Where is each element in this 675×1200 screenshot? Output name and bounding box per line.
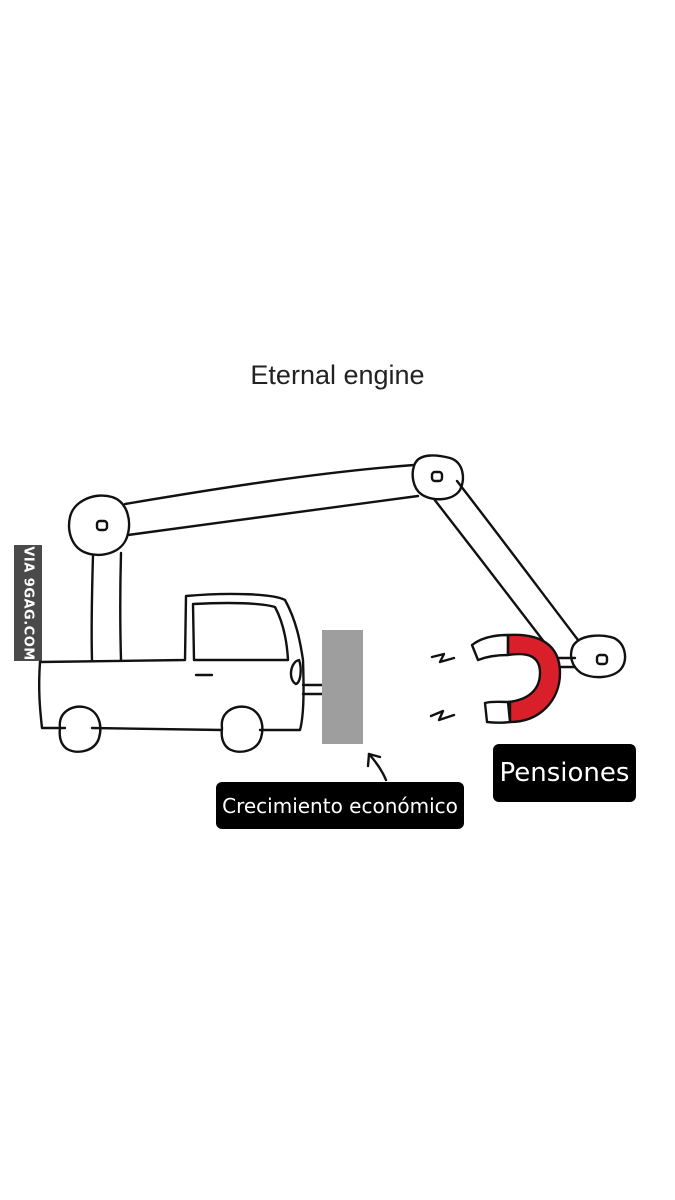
- magnet-icon: [429, 633, 562, 724]
- pensions-label: Pensiones: [493, 744, 636, 802]
- crane-post: [90, 551, 123, 662]
- top-joint: [411, 454, 465, 501]
- truck-icon: [37, 592, 325, 753]
- drawing-title: Eternal engine: [250, 360, 425, 390]
- growth-label: Crecimiento económico: [216, 782, 464, 829]
- pointer-arrow-icon: [366, 752, 388, 782]
- growth-block: [322, 630, 363, 744]
- right-joint: [569, 634, 627, 679]
- forearm: [432, 479, 580, 662]
- left-joint: [67, 494, 131, 557]
- upper-arm: [123, 463, 420, 537]
- watermark-badge: VIA 9GAG.COM: [14, 545, 42, 661]
